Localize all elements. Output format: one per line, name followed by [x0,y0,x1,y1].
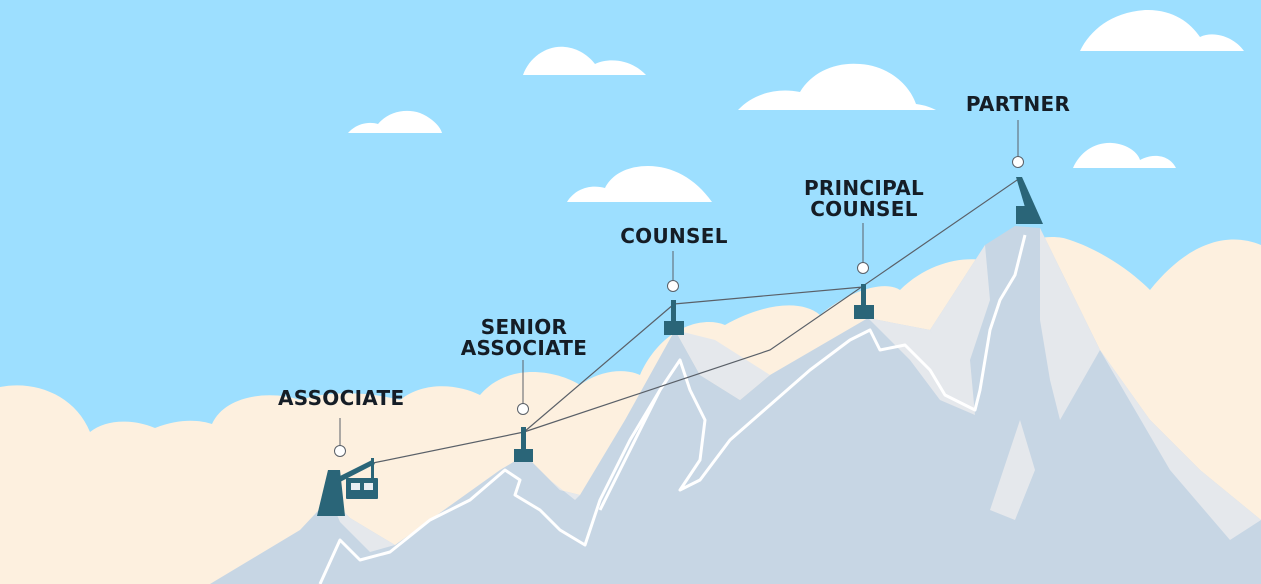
label-line: ASSOCIATE [278,386,405,410]
cable [523,303,675,433]
station-label-partner: PARTNER [962,94,1074,115]
station-label-associate: ASSOCIATE [278,386,405,410]
station-pin-partner [1012,156,1024,168]
ridge-lines [318,234,1027,584]
label-line: ASSOCIATE [460,336,588,360]
label-line: COUNSEL [620,224,728,248]
label-line: SENIOR [480,315,568,339]
clouds [348,9,1244,202]
tower-icon [854,284,874,319]
station-pin-counsel [667,280,679,292]
base-station-icon [317,458,378,516]
cloud [1080,9,1244,51]
summit-station-icon [1016,177,1043,224]
cable-lines [367,177,1021,465]
label-line: PARTNER [965,92,1071,116]
cable [673,286,864,305]
station-label-senior-associate: SENIOR ASSOCIATE [460,317,588,359]
station-label-counsel: COUNSEL [618,226,730,247]
cloud [738,63,936,110]
mountain-highlights [330,228,1261,552]
station-pins [334,120,1024,457]
station-label-principal-counsel: PRINCIPAL COUNSEL [800,178,928,220]
label-line: COUNSEL [810,197,918,221]
cloud [1073,142,1176,168]
tower-icon [514,427,533,462]
cable [523,177,1021,433]
cloud [567,166,712,202]
cloud [523,46,646,75]
station-pin-senior-associate [517,403,529,415]
cable [367,431,525,465]
station-pin-associate [334,445,346,457]
gondola-icon [346,478,378,499]
stations [317,177,1043,516]
tower-icon [664,300,684,335]
station-pin-principal-counsel [857,262,869,274]
cloud [348,110,442,133]
label-line: PRINCIPAL [803,176,925,200]
